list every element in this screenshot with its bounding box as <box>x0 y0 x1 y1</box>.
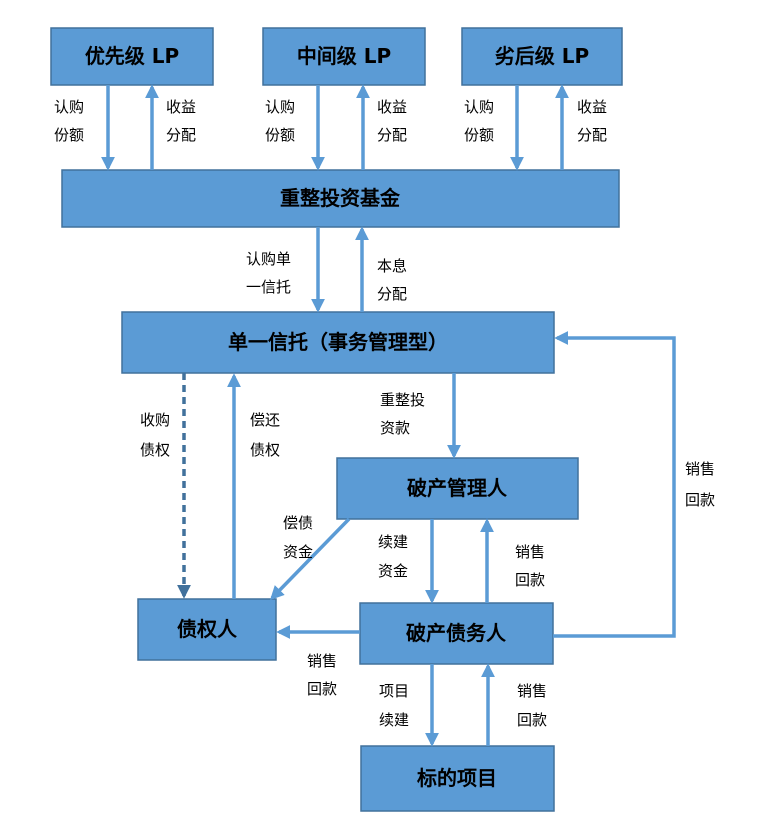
svg-text:偿债: 偿债 <box>283 514 313 532</box>
node-fund: 重整投资基金 <box>61 169 620 228</box>
svg-text:资金: 资金 <box>378 562 408 580</box>
svg-text:重整投: 重整投 <box>380 391 425 409</box>
node-project: 标的项目 <box>360 745 555 812</box>
svg-text:续建: 续建 <box>379 711 409 729</box>
svg-text:回款: 回款 <box>515 571 545 589</box>
label-trust-restructure-funds: 重整投 资款 <box>380 391 425 437</box>
svg-text:债权: 债权 <box>250 441 280 459</box>
node-trust-label: 单一信托（事务管理型） <box>228 330 448 354</box>
arrow-admin-repay-funds <box>270 517 351 601</box>
label-debtor-sales-to-trust: 销售 回款 <box>685 460 715 509</box>
node-senior-lp-label: 优先级 LP <box>85 44 179 68</box>
node-debtor-label: 破产债务人 <box>406 621 507 645</box>
node-administrator-label: 破产管理人 <box>407 476 508 500</box>
svg-text:认购单: 认购单 <box>246 250 291 268</box>
svg-text:债权: 债权 <box>140 441 170 459</box>
svg-text:认购: 认购 <box>54 98 84 116</box>
svg-text:偿还: 偿还 <box>250 411 280 429</box>
node-debtor: 破产债务人 <box>359 602 554 665</box>
svg-text:回款: 回款 <box>517 711 547 729</box>
svg-text:销售: 销售 <box>515 543 545 561</box>
label-admin-continue-funds: 续建 资金 <box>378 533 408 580</box>
svg-text:本息: 本息 <box>377 257 407 275</box>
svg-text:收益: 收益 <box>166 98 196 116</box>
svg-text:回款: 回款 <box>307 680 337 698</box>
node-trust: 单一信托（事务管理型） <box>121 311 555 374</box>
node-creditor: 债权人 <box>137 598 277 661</box>
node-fund-label: 重整投资基金 <box>280 186 401 210</box>
svg-text:分配: 分配 <box>377 126 407 144</box>
svg-text:销售: 销售 <box>685 460 715 478</box>
node-junior-lp-label: 劣后级 LP <box>495 44 589 68</box>
svg-text:份额: 份额 <box>265 126 295 144</box>
svg-text:续建: 续建 <box>378 533 408 551</box>
node-mezzanine-lp-label: 中间级 LP <box>297 44 391 68</box>
label-senior-distribute: 收益 分配 <box>166 98 196 144</box>
label-creditor-repay-claim: 偿还 债权 <box>250 411 280 459</box>
svg-text:收益: 收益 <box>377 98 407 116</box>
svg-text:回款: 回款 <box>685 491 715 509</box>
svg-text:份额: 份额 <box>54 126 84 144</box>
svg-text:份额: 份额 <box>464 126 494 144</box>
svg-text:资款: 资款 <box>380 419 410 437</box>
svg-text:认购: 认购 <box>265 98 295 116</box>
arrow-debtor-sales-to-trust <box>553 331 676 638</box>
svg-text:资金: 资金 <box>283 543 313 561</box>
node-creditor-label: 债权人 <box>177 617 238 641</box>
label-junior-distribute: 收益 分配 <box>577 98 607 144</box>
svg-text:收益: 收益 <box>577 98 607 116</box>
label-mezz-subscribe: 认购 份额 <box>265 98 295 144</box>
label-junior-subscribe: 认购 份额 <box>464 98 494 144</box>
svg-text:销售: 销售 <box>517 682 547 700</box>
label-trust-principal-interest: 本息 分配 <box>377 257 407 303</box>
label-senior-subscribe: 认购 份额 <box>54 98 84 144</box>
node-administrator: 破产管理人 <box>336 457 579 520</box>
node-senior-lp: 优先级 LP <box>50 27 214 86</box>
label-debtor-sales-to-admin: 销售 回款 <box>515 543 545 589</box>
svg-text:分配: 分配 <box>377 285 407 303</box>
svg-text:分配: 分配 <box>166 126 196 144</box>
node-project-label: 标的项目 <box>417 766 497 790</box>
label-fund-subscribe-trust: 认购单 一信托 <box>246 250 291 296</box>
label-trust-acquire-claim: 收购 债权 <box>140 411 170 459</box>
label-admin-repay-funds: 偿债 资金 <box>283 514 313 561</box>
svg-text:一信托: 一信托 <box>246 278 291 296</box>
label-debtor-continue-project: 项目 续建 <box>379 682 409 729</box>
label-mezz-distribute: 收益 分配 <box>377 98 407 144</box>
node-junior-lp: 劣后级 LP <box>461 27 623 86</box>
node-mezzanine-lp: 中间级 LP <box>262 27 426 86</box>
svg-text:项目: 项目 <box>379 682 409 700</box>
svg-text:销售: 销售 <box>307 652 337 670</box>
svg-text:分配: 分配 <box>577 126 607 144</box>
svg-text:收购: 收购 <box>140 411 170 429</box>
label-debtor-sales-to-creditor: 销售 回款 <box>307 652 337 698</box>
svg-text:认购: 认购 <box>464 98 494 116</box>
label-project-sales-to-debtor: 销售 回款 <box>517 682 547 729</box>
